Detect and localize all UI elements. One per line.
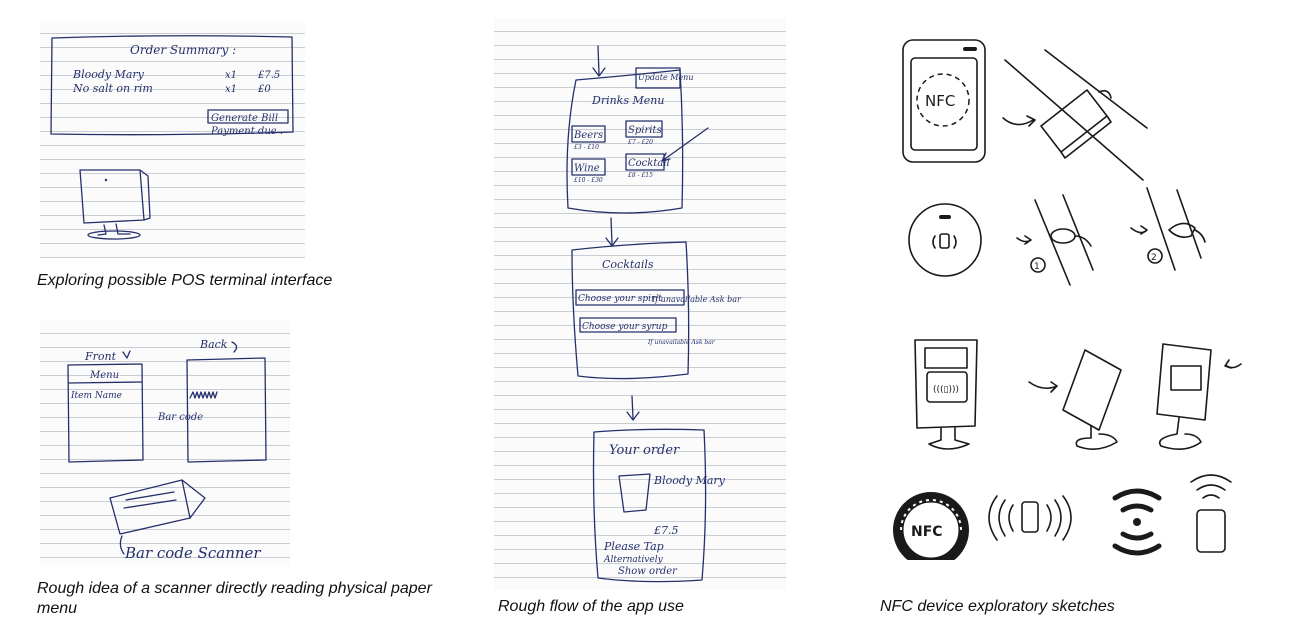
scanner-sketch-panel: Front Back Menu Item Name Bar code Bar c… <box>40 320 290 565</box>
caption-nfc: NFC device exploratory sketches <box>880 598 1115 615</box>
caption-pos: Exploring possible POS terminal interfac… <box>37 272 333 289</box>
order-price: £7.5 <box>653 524 679 537</box>
category-wine-price: £10 - £30 <box>573 177 603 184</box>
nfc-sketch-panel: NFC 1 2 (((▯))) <box>885 30 1285 560</box>
pos-row-1-price: £7.5 <box>257 70 280 81</box>
spirit-select <box>575 289 685 306</box>
stand-reader-icon <box>914 339 978 429</box>
category-beers: Beers <box>573 130 603 141</box>
caption-flow: Rough flow of the app use <box>498 598 684 615</box>
wifi-nfc-icon <box>1112 488 1162 556</box>
category-cocktail-price: £8 - £15 <box>627 172 653 179</box>
category-cocktail: Cocktail <box>628 158 670 169</box>
puck-reader-icon <box>908 203 982 277</box>
monitor-icon <box>79 169 145 224</box>
cocktails-title: Cocktails <box>602 258 654 271</box>
cocktails-screen <box>571 241 690 380</box>
drinks-menu-title: Drinks Menu <box>591 94 664 107</box>
angled-reader-icon <box>1062 349 1122 431</box>
pos-row-2-item: No salt on rim <box>72 82 153 95</box>
item-name-label: Item Name <box>70 391 122 401</box>
phone-wave-icon <box>1190 474 1232 553</box>
pos-generate-bill-box <box>207 109 289 124</box>
scanner-sketch-drawing: Front Back Menu Item Name Bar code Bar c… <box>67 338 267 562</box>
scanner-icon <box>109 479 191 535</box>
pos-row-1-qty: x1 <box>225 70 237 81</box>
puck-step2-icon <box>1168 222 1196 238</box>
scanner-label: Bar code Scanner <box>124 544 261 562</box>
spirit-note: If unavailable Ask bar <box>651 295 742 304</box>
caption-scanner: Rough idea of a scanner directly reading… <box>37 580 432 617</box>
flow-sketch-drawing: Update Menu Drinks Menu Beers £3 - £10 S… <box>566 45 742 583</box>
pos-order-title: Order Summary : <box>130 43 236 57</box>
step-2-label: 2 <box>1151 253 1157 263</box>
syrup-select <box>579 317 677 333</box>
menu-back-page <box>186 357 267 463</box>
back-label: Back <box>199 338 228 351</box>
category-spirits: Spirits <box>628 125 662 136</box>
category-beers-price: £3 - £10 <box>573 144 599 151</box>
show-order-text: Show order <box>618 566 678 577</box>
menu-front-page <box>67 363 144 463</box>
pos-generate-bill: Generate Bill <box>211 113 278 124</box>
order-screen <box>592 428 707 583</box>
pos-payment-due: Payment due . <box>210 126 283 137</box>
flow-sketch-panel: Update Menu Drinks Menu Beers £3 - £10 S… <box>494 18 786 590</box>
pos-sketch-panel: Order Summary : Bloody Mary x1 £7.5 No s… <box>40 20 305 258</box>
phone-nfc-icon <box>902 39 986 163</box>
barcode-label: Bar code <box>157 412 203 423</box>
update-menu-box <box>635 67 681 89</box>
spirit-select-label: Choose your spirit <box>578 294 662 304</box>
tap-text: Please Tap <box>603 540 664 553</box>
nfc-sketch-drawing: NFC 1 2 (((▯))) <box>893 39 1242 560</box>
tilted-reader-icon <box>1156 343 1212 421</box>
alt-text: Alternatively <box>603 555 664 565</box>
menu-label: Menu <box>89 370 119 381</box>
category-spirits-price: £7 - £20 <box>627 139 653 146</box>
pos-row-2-price: £0 <box>257 84 271 95</box>
glass-icon <box>618 473 651 513</box>
order-title: Your order <box>609 443 680 458</box>
category-wine: Wine <box>574 163 600 174</box>
drinks-menu-screen <box>566 69 684 214</box>
svg-text:(((▯))): (((▯))) <box>933 385 959 395</box>
syrup-select-label: Choose your syrup <box>582 322 668 332</box>
nfc-label: NFC <box>925 92 955 110</box>
puck-step1-icon <box>1050 228 1076 244</box>
front-label: Front <box>84 350 117 363</box>
syrup-note: If unavailable Ask bar <box>647 339 716 346</box>
nfc-badge: NFC <box>911 524 943 540</box>
step-1-label: 1 <box>1034 262 1040 272</box>
pos-row-1-item: Bloody Mary <box>72 68 145 81</box>
pos-row-2-qty: x1 <box>225 84 237 95</box>
phone-signal-icon <box>1021 501 1039 533</box>
update-menu-label: Update Menu <box>638 73 693 82</box>
pos-sketch-drawing: Order Summary : Bloody Mary x1 £7.5 No s… <box>50 35 294 240</box>
order-item: Bloody Mary <box>653 474 726 487</box>
